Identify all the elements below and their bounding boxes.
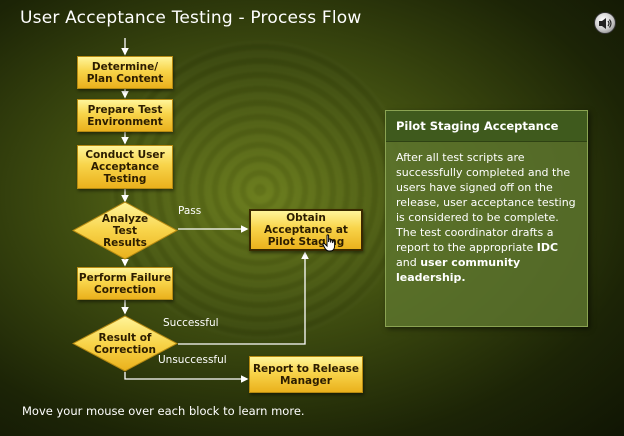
conduct-uat-box[interactable]: Conduct User Acceptance Testing [77, 145, 173, 189]
info-text-main: After all test scripts are successfully … [396, 151, 576, 254]
page-title: User Acceptance Testing - Process Flow [20, 8, 362, 28]
determine-plan-content-box[interactable]: Determine/ Plan Content [77, 56, 173, 89]
determine-plan-content-label: Determine/ Plan Content [86, 60, 164, 85]
perform-failure-correction-box[interactable]: Perform Failure Correction [77, 267, 173, 300]
obtain-acceptance-pilot-staging-box[interactable]: Obtain Acceptance at Pilot Staging [249, 209, 363, 251]
info-panel: Pilot Staging Acceptance After all test … [385, 110, 588, 327]
unsuccessful-label: Unsuccessful [158, 354, 227, 366]
report-release-manager-label: Report to Release Manager [252, 362, 360, 387]
analyze-test-results-decision[interactable]: Analyze Test Results [72, 201, 178, 260]
result-of-correction-decision[interactable]: Result of Correction [72, 315, 178, 372]
analyze-diamond-shape [72, 201, 178, 260]
speaker-icon [599, 18, 612, 29]
perform-failure-correction-label: Perform Failure Correction [78, 271, 172, 296]
info-text-and: and [396, 256, 421, 269]
analyze-test-results-label: Analyze Test Results [101, 212, 149, 249]
info-panel-body: After all test scripts are successfully … [386, 142, 587, 293]
conduct-uat-label: Conduct User Acceptance Testing [85, 149, 165, 185]
result-diamond-shape [72, 315, 178, 372]
footer-instruction: Move your mouse over each block to learn… [22, 404, 305, 418]
hand-pointer-icon [322, 234, 336, 252]
audio-button[interactable] [594, 12, 616, 34]
info-text-leadership: user community leadership. [396, 256, 521, 284]
prepare-test-environment-box[interactable]: Prepare Test Environment [77, 99, 173, 132]
obtain-acceptance-label: Obtain Acceptance at Pilot Staging [264, 212, 348, 248]
info-panel-title: Pilot Staging Acceptance [386, 111, 587, 142]
prepare-test-environment-label: Prepare Test Environment [87, 103, 163, 128]
result-of-correction-label: Result of Correction [94, 331, 156, 356]
report-release-manager-box[interactable]: Report to Release Manager [249, 356, 363, 393]
successful-label: Successful [163, 317, 219, 329]
info-text-idc: IDC [536, 241, 559, 254]
pass-label: Pass [178, 205, 202, 217]
